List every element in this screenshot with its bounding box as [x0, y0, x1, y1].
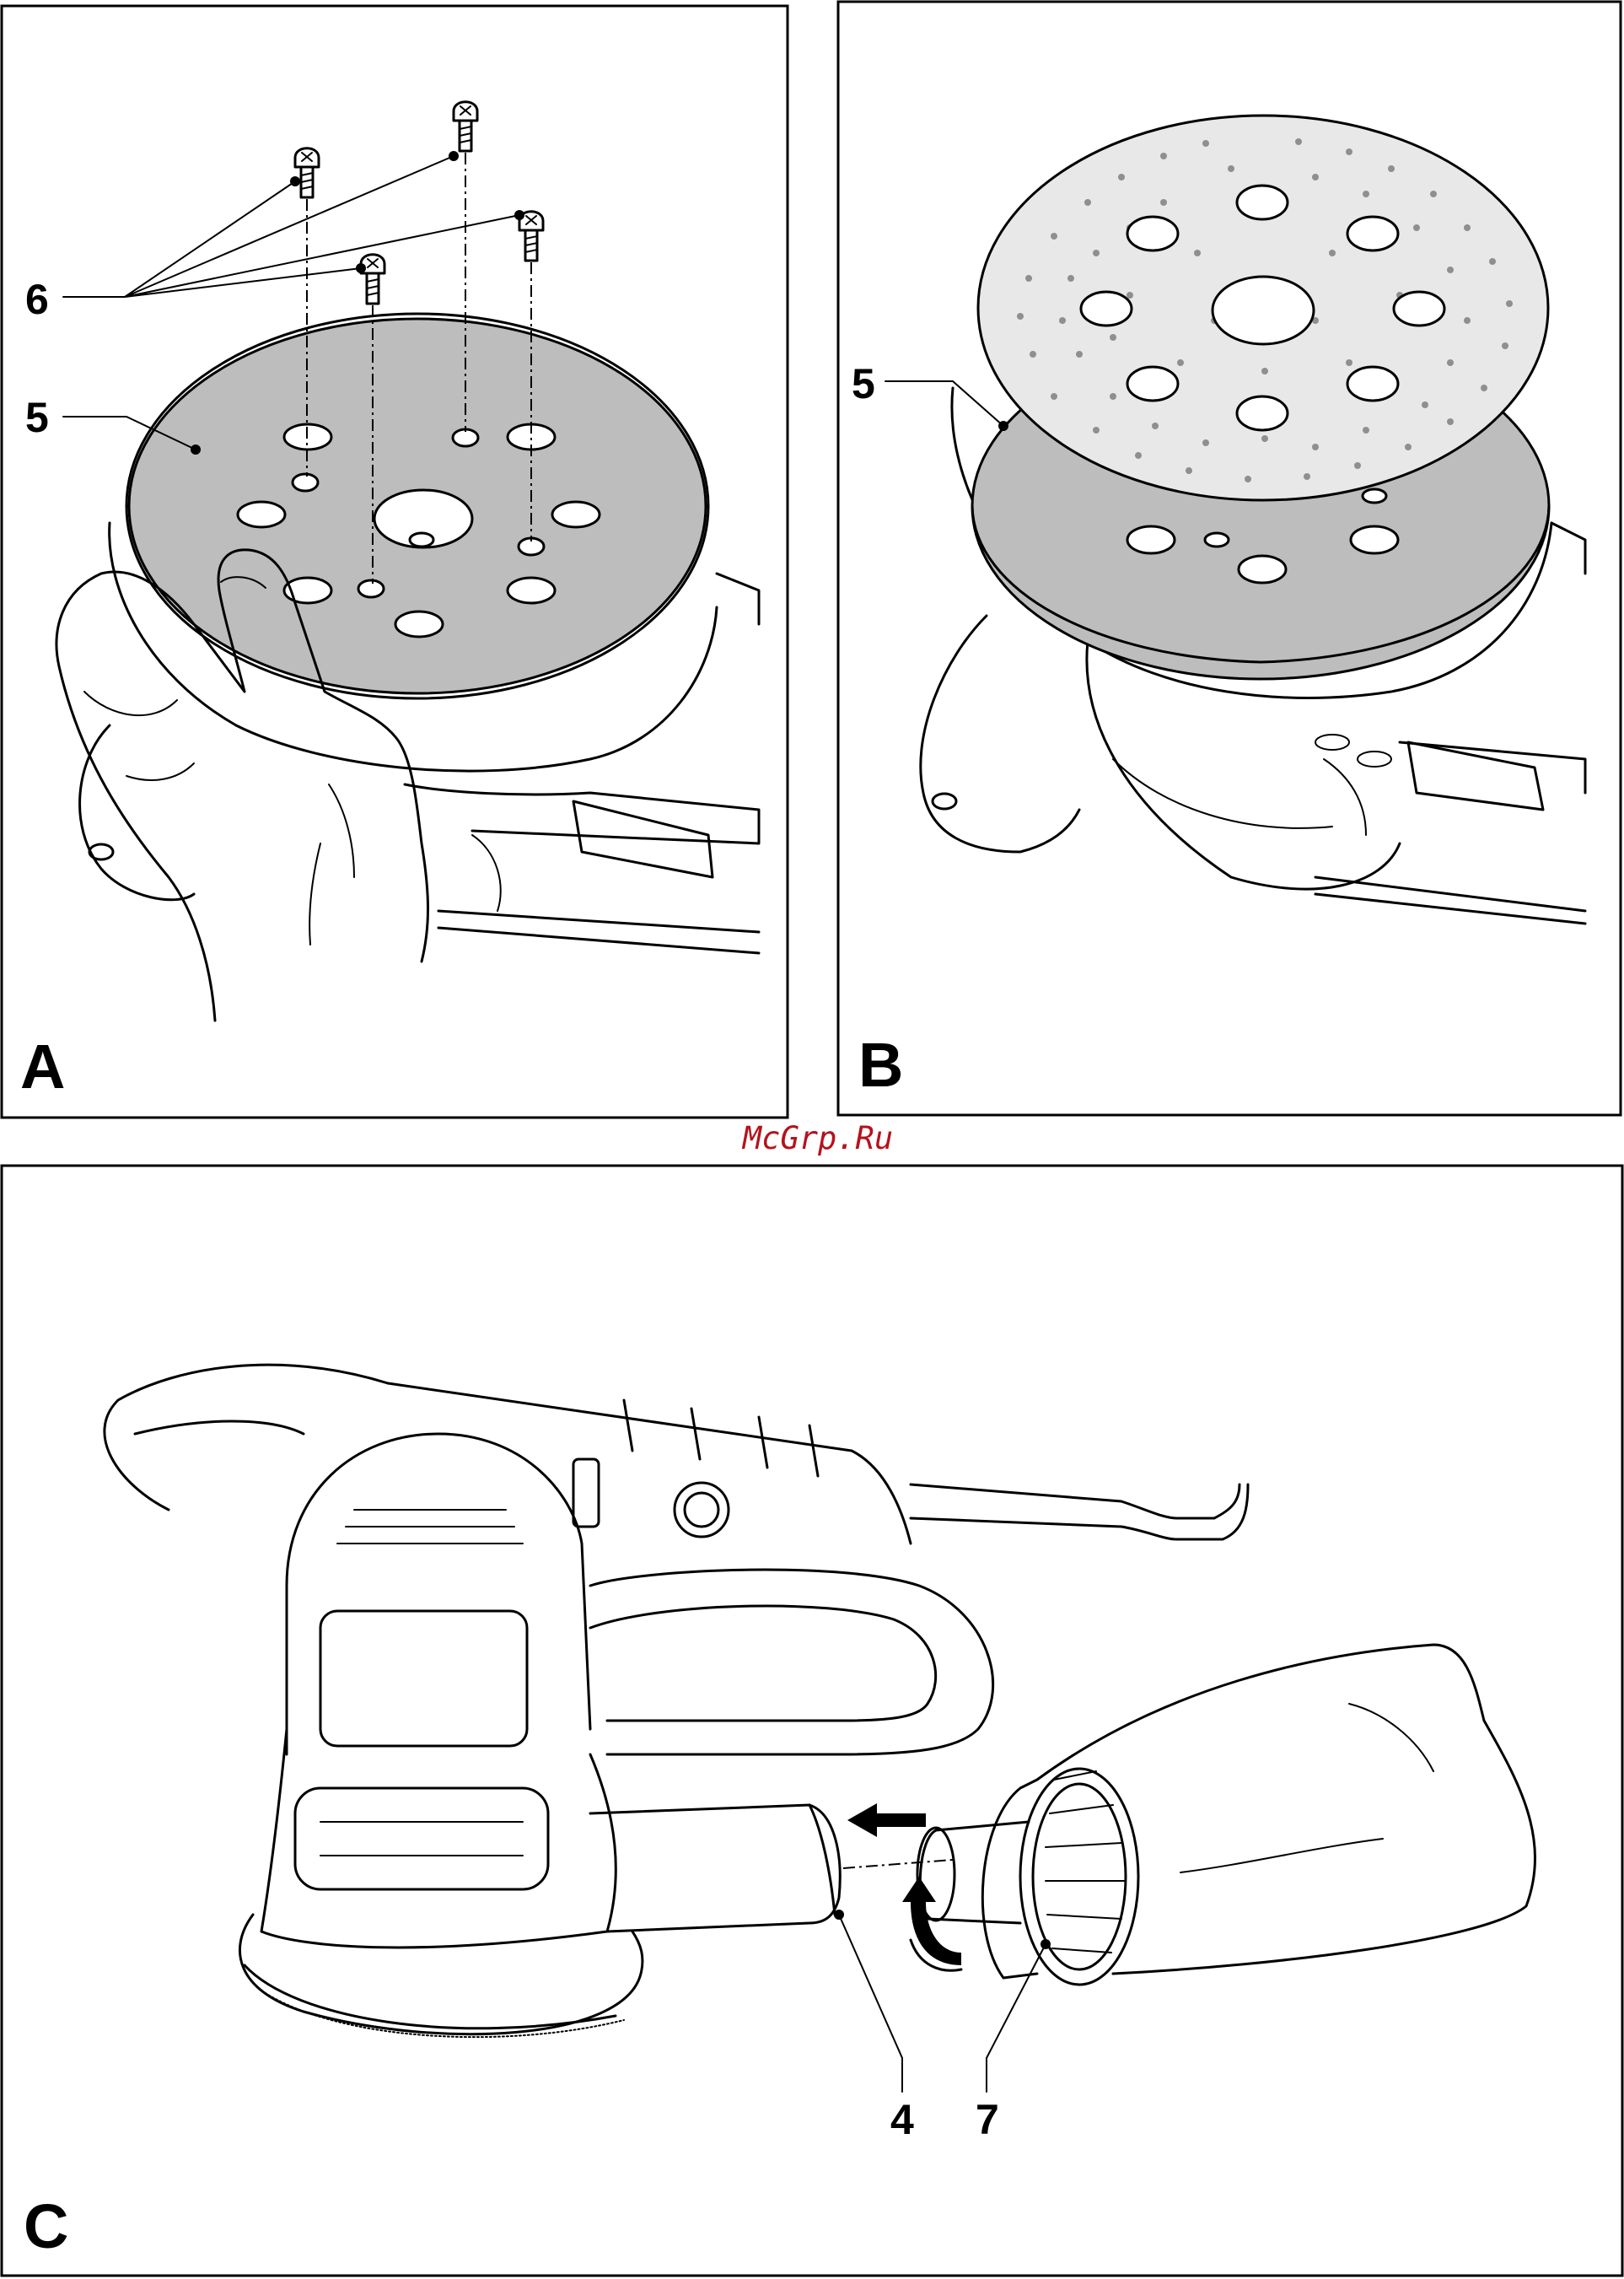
callout-5-b: 5	[852, 360, 875, 407]
push-arrow	[847, 1803, 926, 1837]
panel-letter-b: B	[858, 1030, 903, 1100]
callout-4: 4	[890, 2096, 914, 2143]
callout-5: 5	[25, 394, 49, 441]
panel-b: 5 B	[838, 2, 1621, 1115]
panel-c-dust-bag	[917, 1645, 1535, 1985]
panel-c-leader-4	[839, 1915, 902, 2092]
panel-c-sander	[105, 1365, 1248, 2037]
panel-b-sanding-sheet	[978, 116, 1548, 500]
panel-b-leader-5	[885, 381, 1003, 426]
axis-line	[843, 1860, 953, 1868]
panel-letter-a: A	[20, 1032, 65, 1102]
panel-letter-c: C	[24, 2191, 68, 2261]
callout-7: 7	[976, 2096, 999, 2143]
watermark: McGrp.Ru	[741, 1120, 893, 1156]
panel-a: 6 5 A	[2, 6, 788, 1118]
panel-c: 4 7 C	[2, 1166, 1622, 2276]
callout-6: 6	[25, 276, 49, 323]
panel-a-sanding-pad	[126, 314, 708, 698]
